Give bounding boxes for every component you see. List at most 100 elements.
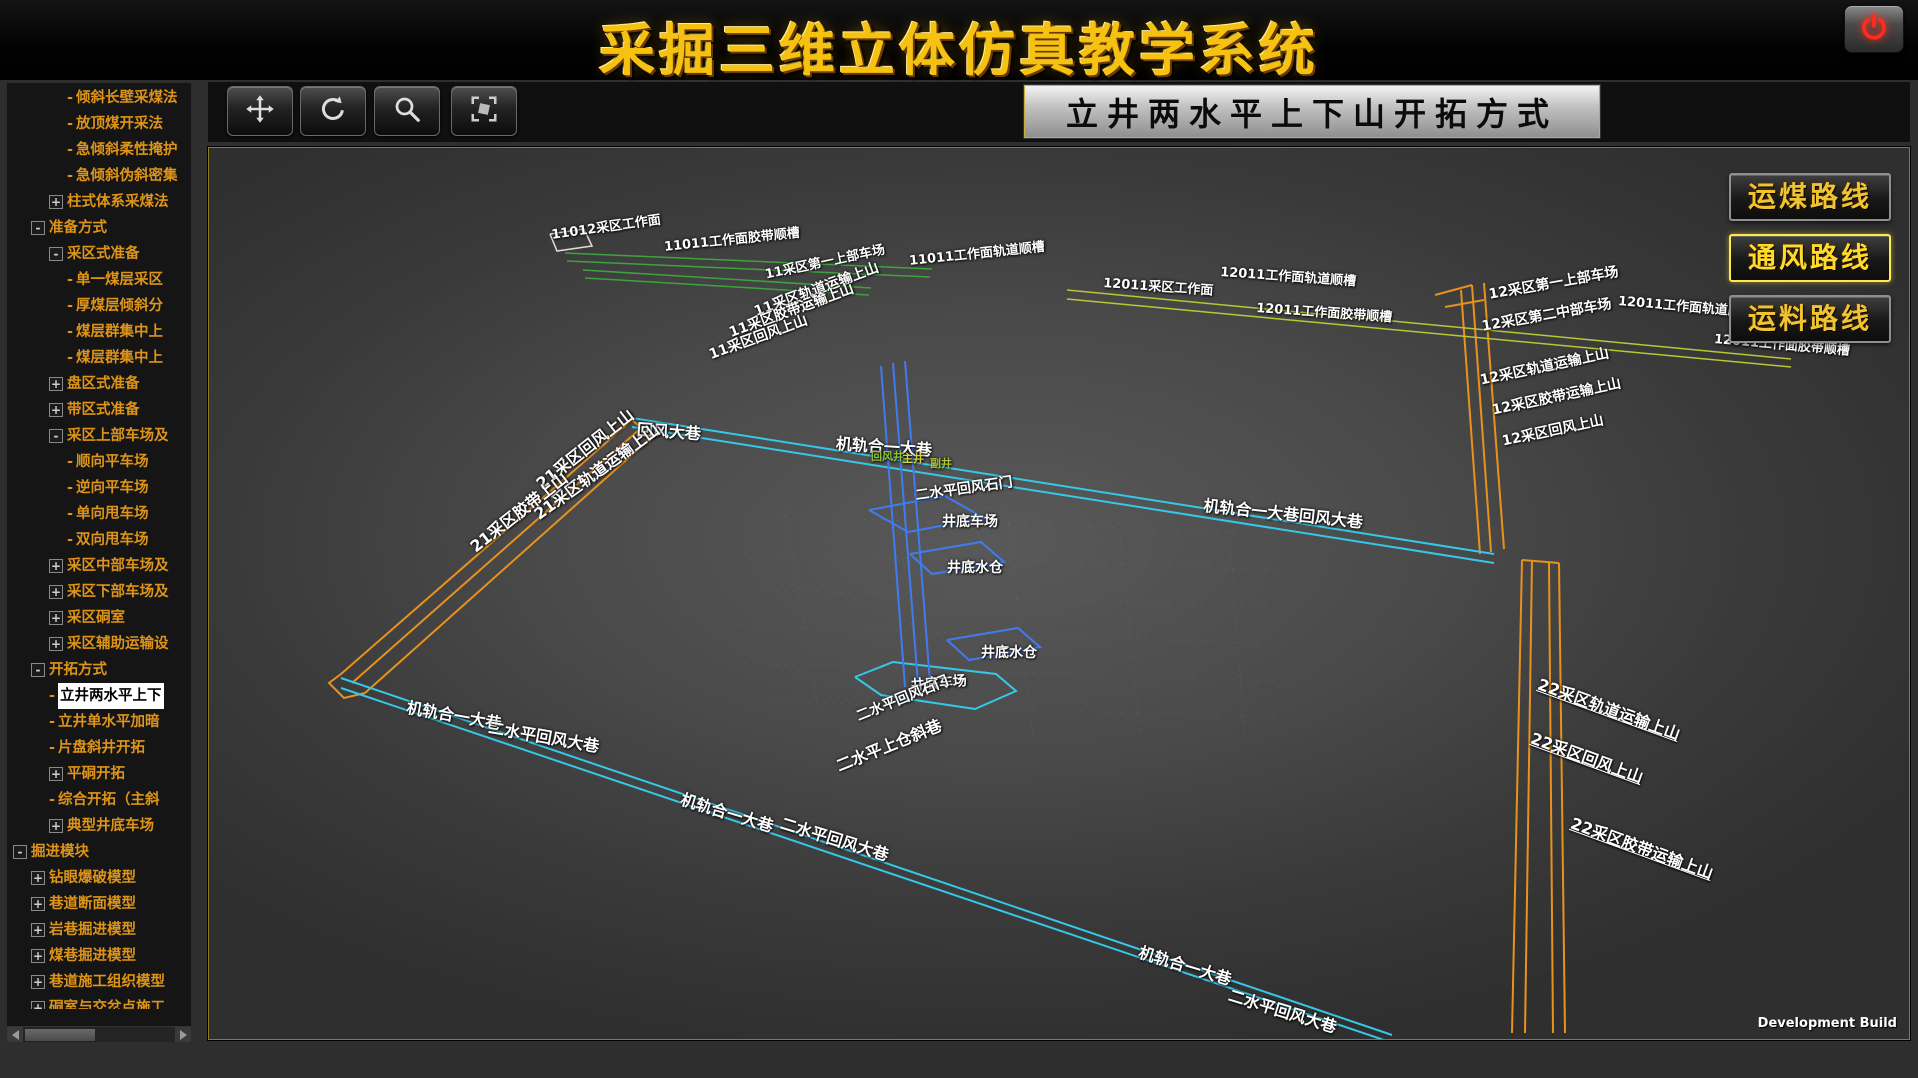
sidebar-item-label: 柱式体系采煤法 bbox=[67, 194, 169, 210]
sidebar-item[interactable]: -立井两水平上下 bbox=[7, 683, 191, 709]
sidebar-item[interactable]: +采区下部车场及 bbox=[7, 579, 191, 605]
sidebar-item-label: 岩巷掘进模型 bbox=[49, 922, 136, 938]
scroll-left-arrow-icon[interactable] bbox=[7, 1027, 23, 1042]
leaf-dash-icon: - bbox=[67, 142, 74, 158]
sidebar-item[interactable]: + 柱式体系采煤法 bbox=[7, 189, 191, 215]
sidebar-item[interactable]: +钻眼爆破模型 bbox=[7, 865, 191, 891]
sidebar-item-label: 立井两水平上下 bbox=[58, 683, 164, 709]
sidebar-item-label: 急倾斜柔性掩护 bbox=[76, 142, 178, 158]
sidebar-item[interactable]: -采区上部车场及 bbox=[7, 423, 191, 449]
minus-toggle-icon[interactable]: - bbox=[13, 845, 27, 859]
sidebar-item-label: 准备方式 bbox=[49, 220, 107, 236]
plus-toggle-icon[interactable]: + bbox=[49, 403, 63, 417]
sidebar-item-label: 放顶煤开采法 bbox=[76, 116, 164, 132]
sidebar-item[interactable]: -顺向平车场 bbox=[7, 449, 191, 475]
sidebar-item[interactable]: -急倾斜柔性掩护 bbox=[7, 137, 191, 163]
sidebar-item[interactable]: -单向甩车场 bbox=[7, 501, 191, 527]
sidebar-item[interactable]: +盘区式准备 bbox=[7, 371, 191, 397]
development-build-watermark: Development Build bbox=[1757, 1016, 1897, 1031]
minus-toggle-icon[interactable]: - bbox=[49, 247, 63, 261]
sidebar-item-label: 立井单水平加暗 bbox=[58, 714, 160, 730]
sidebar-item-label: 带区式准备 bbox=[67, 402, 140, 418]
scroll-right-arrow-icon[interactable] bbox=[175, 1027, 191, 1042]
plus-toggle-icon[interactable]: + bbox=[31, 1001, 45, 1009]
sidebar-item[interactable]: -煤层群集中上 bbox=[7, 319, 191, 345]
sidebar-item-label: 顺向平车场 bbox=[76, 454, 149, 470]
sidebar-item-label: 厚煤层倾斜分 bbox=[76, 298, 164, 314]
sidebar-item[interactable]: +巷道施工组织模型 bbox=[7, 969, 191, 995]
sidebar-item-label: 巷道断面模型 bbox=[49, 896, 136, 912]
sidebar-item[interactable]: -开拓方式 bbox=[7, 657, 191, 683]
move-icon bbox=[245, 94, 275, 128]
leaf-dash-icon: - bbox=[67, 168, 74, 184]
sidebar-item-label: 采区中部车场及 bbox=[67, 558, 169, 574]
sidebar-item[interactable]: -急倾斜伪斜密集 bbox=[7, 163, 191, 189]
pan-tool-button[interactable] bbox=[227, 86, 293, 136]
minus-toggle-icon[interactable]: - bbox=[31, 221, 45, 235]
sidebar-item[interactable]: + 带区式准备 bbox=[7, 397, 191, 423]
zoom-tool-button[interactable] bbox=[374, 86, 440, 136]
sidebar-item[interactable]: -倾斜长壁采煤法 bbox=[7, 85, 191, 111]
route-button-ventilation[interactable]: 通风路线 bbox=[1729, 234, 1891, 282]
scrollbar-thumb[interactable] bbox=[24, 1028, 96, 1042]
sidebar-item[interactable]: -采区式准备 bbox=[7, 241, 191, 267]
plus-toggle-icon[interactable]: + bbox=[49, 559, 63, 573]
sidebar-item-label: 平硐开拓 bbox=[67, 766, 125, 782]
sidebar-item-label: 逆向平车场 bbox=[76, 480, 149, 496]
sidebar-item[interactable]: + 硐室与交岔点施工 bbox=[7, 995, 191, 1009]
sidebar-item-label: 采区硐室 bbox=[67, 610, 125, 626]
frame-view-icon bbox=[469, 94, 499, 128]
sidebar-item[interactable]: -掘进模块 bbox=[7, 839, 191, 865]
sidebar-item[interactable]: -放顶煤开采法 bbox=[7, 111, 191, 137]
rotate-icon bbox=[318, 94, 348, 128]
plus-toggle-icon[interactable]: + bbox=[49, 819, 63, 833]
sidebar-item[interactable]: + 采区中部车场及 bbox=[7, 553, 191, 579]
sidebar-item[interactable]: + 巷道断面模型 bbox=[7, 891, 191, 917]
sidebar-item[interactable]: -单一煤层采区 bbox=[7, 267, 191, 293]
sidebar-item[interactable]: + 平硐开拓 bbox=[7, 761, 191, 787]
minus-toggle-icon[interactable]: - bbox=[31, 663, 45, 677]
sidebar-item-label: 急倾斜伪斜密集 bbox=[76, 168, 178, 184]
frame-tool-button[interactable] bbox=[451, 86, 517, 136]
plus-toggle-icon[interactable]: + bbox=[31, 871, 45, 885]
sidebar-item[interactable]: -煤层群集中上 bbox=[7, 345, 191, 371]
plus-toggle-icon[interactable]: + bbox=[31, 897, 45, 911]
plus-toggle-icon[interactable]: + bbox=[49, 585, 63, 599]
sidebar-item[interactable]: + 岩巷掘进模型 bbox=[7, 917, 191, 943]
plus-toggle-icon[interactable]: + bbox=[31, 975, 45, 989]
sidebar-item-label: 硐室与交岔点施工 bbox=[49, 1000, 165, 1009]
sidebar: -倾斜长壁采煤法-放顶煤开采法-急倾斜柔性掩护-急倾斜伪斜密集+柱式体系采煤法-… bbox=[6, 82, 192, 1043]
route-button-coal[interactable]: 运煤路线 bbox=[1729, 173, 1891, 221]
sidebar-item[interactable]: -立井单水平加暗 bbox=[7, 709, 191, 735]
plus-toggle-icon[interactable]: + bbox=[49, 195, 63, 209]
sidebar-item-label: 采区上部车场及 bbox=[67, 428, 169, 444]
sidebar-item-label: 开拓方式 bbox=[49, 662, 107, 678]
plus-toggle-icon[interactable]: + bbox=[49, 767, 63, 781]
sidebar-item-label: 煤层群集中上 bbox=[76, 324, 164, 340]
sidebar-item[interactable]: -逆向平车场 bbox=[7, 475, 191, 501]
sidebar-item[interactable]: -准备方式 bbox=[7, 215, 191, 241]
view-title: 立井两水平上下山开拓方式 bbox=[1065, 94, 1558, 133]
sidebar-item[interactable]: +采区辅助运输设 bbox=[7, 631, 191, 657]
minus-toggle-icon[interactable]: - bbox=[49, 429, 63, 443]
plus-toggle-icon[interactable]: + bbox=[31, 949, 45, 963]
power-button[interactable] bbox=[1844, 5, 1904, 53]
sidebar-item[interactable]: -片盘斜井开拓 bbox=[7, 735, 191, 761]
plus-toggle-icon[interactable]: + bbox=[49, 637, 63, 651]
plus-toggle-icon[interactable]: + bbox=[49, 611, 63, 625]
sidebar-item[interactable]: +煤巷掘进模型 bbox=[7, 943, 191, 969]
leaf-dash-icon: - bbox=[49, 792, 56, 808]
sidebar-item[interactable]: -综合开拓（主斜 bbox=[7, 787, 191, 813]
plus-toggle-icon[interactable]: + bbox=[49, 377, 63, 391]
sidebar-item-label: 单一煤层采区 bbox=[76, 272, 164, 288]
sidebar-item[interactable]: + 采区硐室 bbox=[7, 605, 191, 631]
sidebar-horizontal-scrollbar[interactable] bbox=[7, 1026, 191, 1042]
sidebar-item[interactable]: +典型井底车场 bbox=[7, 813, 191, 839]
plus-toggle-icon[interactable]: + bbox=[31, 923, 45, 937]
sidebar-item-label: 掘进模块 bbox=[31, 844, 89, 860]
sidebar-item[interactable]: -双向甩车场 bbox=[7, 527, 191, 553]
sidebar-item[interactable]: -厚煤层倾斜分 bbox=[7, 293, 191, 319]
route-button-material[interactable]: 运料路线 bbox=[1729, 295, 1891, 343]
rotate-tool-button[interactable] bbox=[300, 86, 366, 136]
